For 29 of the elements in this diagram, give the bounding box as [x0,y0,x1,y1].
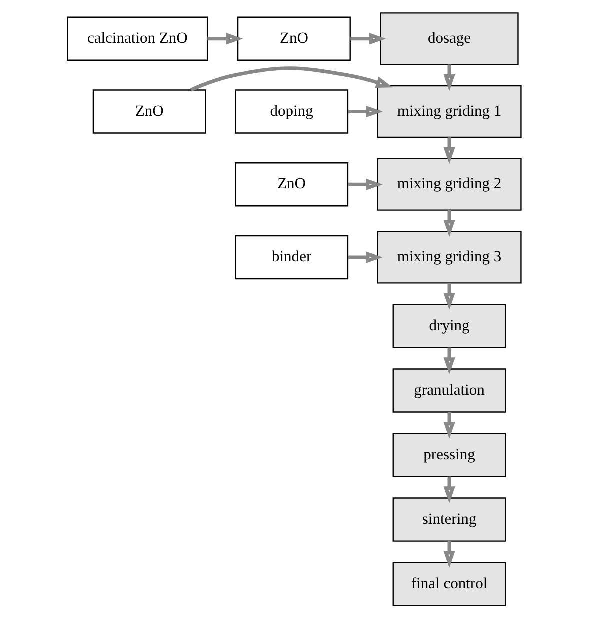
arrow [348,178,383,191]
arrow [208,33,244,45]
arrow [444,541,456,568]
node-box: granulation [392,368,506,413]
arrow [348,252,383,264]
arrow [444,412,456,439]
arrow [444,138,456,164]
node-box: mixing griding 1 [377,85,522,138]
node-box: pressing [392,433,506,478]
arrow [350,33,386,45]
node-box: sintering [392,498,506,542]
arrow [444,476,456,504]
node-box: ZnO [92,90,206,134]
node-box: ZnO [235,162,349,207]
arrow [190,66,393,92]
node-box: doping [235,90,349,134]
node-box: dosage [380,12,519,66]
node-box: ZnO [237,16,351,61]
node-box: mixing griding 2 [377,158,522,211]
arrow [348,106,383,118]
arrow [444,283,456,310]
node-box: mixing griding 3 [377,231,522,284]
arrow [444,210,456,237]
node-box: calcination ZnO [67,16,208,61]
node-box: binder [235,235,349,280]
arrow [444,348,456,374]
arrow [444,64,456,92]
node-box: final control [392,562,506,606]
node-box: drying [392,304,506,348]
